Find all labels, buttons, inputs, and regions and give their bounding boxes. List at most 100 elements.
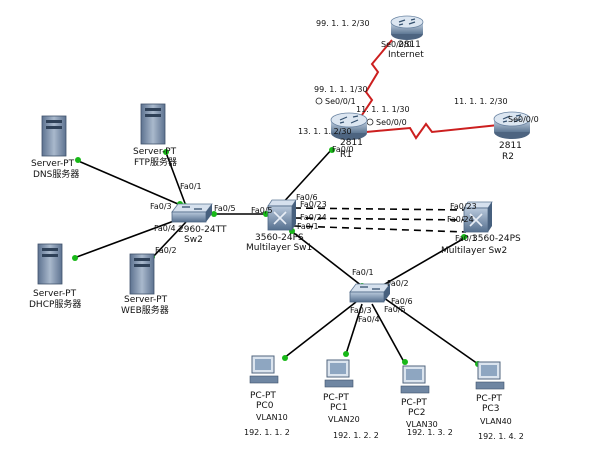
server-dns[interactable] bbox=[41, 115, 67, 157]
link-msw1-msw2-fa1 bbox=[293, 225, 467, 233]
router-internet[interactable] bbox=[390, 15, 424, 40]
pc-pc3[interactable] bbox=[475, 361, 505, 390]
msw1-model-label: 3560-24PS bbox=[255, 233, 304, 243]
r1-port-right-label: Se0/0/0 bbox=[376, 118, 407, 127]
dns-name-label: DNS服务器 bbox=[33, 168, 79, 180]
port-dot bbox=[263, 211, 269, 217]
web-name-label: WEB服务器 bbox=[121, 304, 169, 316]
link-sw3-pc2 bbox=[371, 303, 405, 363]
pc1-type-label: PC-PT bbox=[323, 393, 349, 403]
r1-ip-right-label: 11. 1. 1. 1/30 bbox=[356, 105, 410, 114]
r2-ip-label: 11. 1. 1. 2/30 bbox=[454, 97, 508, 106]
pc-pc1[interactable] bbox=[324, 359, 354, 388]
router-r1[interactable] bbox=[330, 112, 368, 140]
internet-ip-label: 99. 1. 1. 2/30 bbox=[316, 19, 370, 28]
internet-name-label: Internet bbox=[388, 50, 424, 60]
pc0-vlan-label: VLAN10 bbox=[256, 413, 288, 422]
pc2-name-label: PC2 bbox=[408, 408, 425, 418]
msw1-fa24-label: Fa0/24 bbox=[300, 213, 327, 222]
port-dot bbox=[282, 355, 288, 361]
sw2-model-label: 2960-24TT bbox=[178, 225, 227, 235]
link-sw3-pc3 bbox=[383, 297, 479, 365]
pc-pc2[interactable] bbox=[400, 365, 430, 394]
link-sw3-pc1 bbox=[345, 303, 363, 355]
sw3-fa04-label: Fa0/4 bbox=[358, 315, 380, 324]
server-web[interactable] bbox=[129, 253, 155, 295]
r2-model-label: 2811 bbox=[499, 141, 522, 151]
r2-name-label: R2 bbox=[502, 152, 514, 162]
port-dot bbox=[402, 359, 408, 365]
sw2-fa05-label: Fa0/5 bbox=[214, 204, 236, 213]
pc0-ip-label: 192. 1. 1. 2 bbox=[244, 428, 290, 437]
msw1-fa01-label: Fa0/1 bbox=[297, 222, 319, 231]
link-dhcp-sw2 bbox=[73, 217, 183, 259]
switch-sw3[interactable] bbox=[349, 283, 391, 303]
server-dhcp[interactable] bbox=[37, 243, 63, 285]
msw2-fa23-label: Fa0/23 bbox=[450, 202, 477, 211]
r1-ip-left-label: 13. 1. 1. 2/30 bbox=[298, 127, 352, 136]
port-dot bbox=[461, 234, 467, 240]
link-sw3-pc0 bbox=[283, 301, 357, 359]
r2-port-label: Se0/0/0 bbox=[508, 115, 539, 124]
msw2-fa01-label: Fa0/1 bbox=[455, 234, 477, 243]
port-dot bbox=[211, 211, 217, 217]
link-web-sw2 bbox=[151, 221, 187, 259]
multilayer-switch-msw2[interactable] bbox=[463, 201, 493, 233]
ftp-type-label: Server-PT bbox=[133, 147, 177, 157]
port-dot bbox=[329, 147, 335, 153]
web-type-label: Server-PT bbox=[124, 295, 168, 305]
r1-name-label: R1 bbox=[340, 150, 352, 160]
ftp-name-label: FTP服务器 bbox=[134, 156, 177, 168]
pc-pc0[interactable] bbox=[249, 355, 279, 384]
link-r1-msw1 bbox=[279, 147, 334, 207]
sw2-name-label: Sw2 bbox=[184, 235, 203, 245]
r1-ip-top-label: 99. 1. 1. 1/30 bbox=[314, 85, 368, 94]
internet-port-label: Se0/0/0 bbox=[381, 40, 412, 49]
clock-icon bbox=[366, 118, 374, 126]
sw3-fa02-label: Fa0/2 bbox=[387, 279, 409, 288]
port-dot bbox=[343, 351, 349, 357]
sw3-fa05-label: Fa0/5 bbox=[384, 305, 406, 314]
pc3-name-label: PC3 bbox=[482, 404, 499, 414]
sw2-fa02-label: Fa0/2 bbox=[155, 246, 177, 255]
serial-link-r1-internet bbox=[359, 39, 393, 119]
dns-type-label: Server-PT bbox=[31, 159, 75, 169]
sw3-fa06-label: Fa0/6 bbox=[391, 297, 413, 306]
router-r2[interactable] bbox=[493, 111, 531, 139]
sw3-fa03-label: Fa0/3 bbox=[350, 306, 372, 315]
pc3-type-label: PC-PT bbox=[476, 394, 502, 404]
sw2-fa01-label: Fa0/1 bbox=[180, 182, 202, 191]
internet-model-label: 2811 bbox=[398, 40, 421, 50]
server-ftp[interactable] bbox=[140, 103, 166, 145]
link-msw1-msw2-fa23 bbox=[293, 207, 467, 211]
msw2-model-label: 3560-24PS bbox=[472, 234, 521, 244]
link-ftp-sw2 bbox=[164, 149, 187, 207]
links bbox=[73, 39, 509, 365]
link-msw1-msw2-fa24 bbox=[293, 217, 467, 221]
msw2-name-label: Multilayer Sw2 bbox=[441, 246, 507, 256]
msw2-fa24-label: Fa0/24 bbox=[447, 215, 474, 224]
r1-port-top-label: Se0/0/1 bbox=[325, 97, 356, 106]
msw1-fa23-label: Fa0/23 bbox=[300, 200, 327, 209]
port-dot bbox=[163, 149, 169, 155]
link-msw1-sw3 bbox=[289, 229, 363, 287]
sw3-fa01-label: Fa0/1 bbox=[352, 268, 374, 277]
link-dns-sw2 bbox=[75, 159, 179, 205]
pc0-type-label: PC-PT bbox=[250, 391, 276, 401]
port-dot bbox=[75, 157, 81, 163]
pc3-ip-label: 192. 1. 4. 2 bbox=[478, 432, 524, 441]
msw1-name-label: Multilayer Sw1 bbox=[246, 243, 312, 253]
pc2-type-label: PC-PT bbox=[401, 398, 427, 408]
clock-icon bbox=[315, 97, 323, 105]
r1-port-left-label: Fa0/0 bbox=[332, 145, 354, 154]
dhcp-type-label: Server-PT bbox=[33, 289, 77, 299]
link-msw2-sw3 bbox=[377, 235, 469, 289]
dhcp-name-label: DHCP服务器 bbox=[29, 298, 81, 310]
pc2-ip-label: 192. 1. 3. 2 bbox=[407, 428, 453, 437]
sw2-fa03-label: Fa0/3 bbox=[150, 202, 172, 211]
multilayer-switch-msw1[interactable] bbox=[267, 199, 297, 231]
switch-sw2[interactable] bbox=[171, 203, 213, 223]
r1-model-label: 2811 bbox=[340, 138, 363, 148]
msw1-fa06-label: Fa0/6 bbox=[296, 193, 318, 202]
